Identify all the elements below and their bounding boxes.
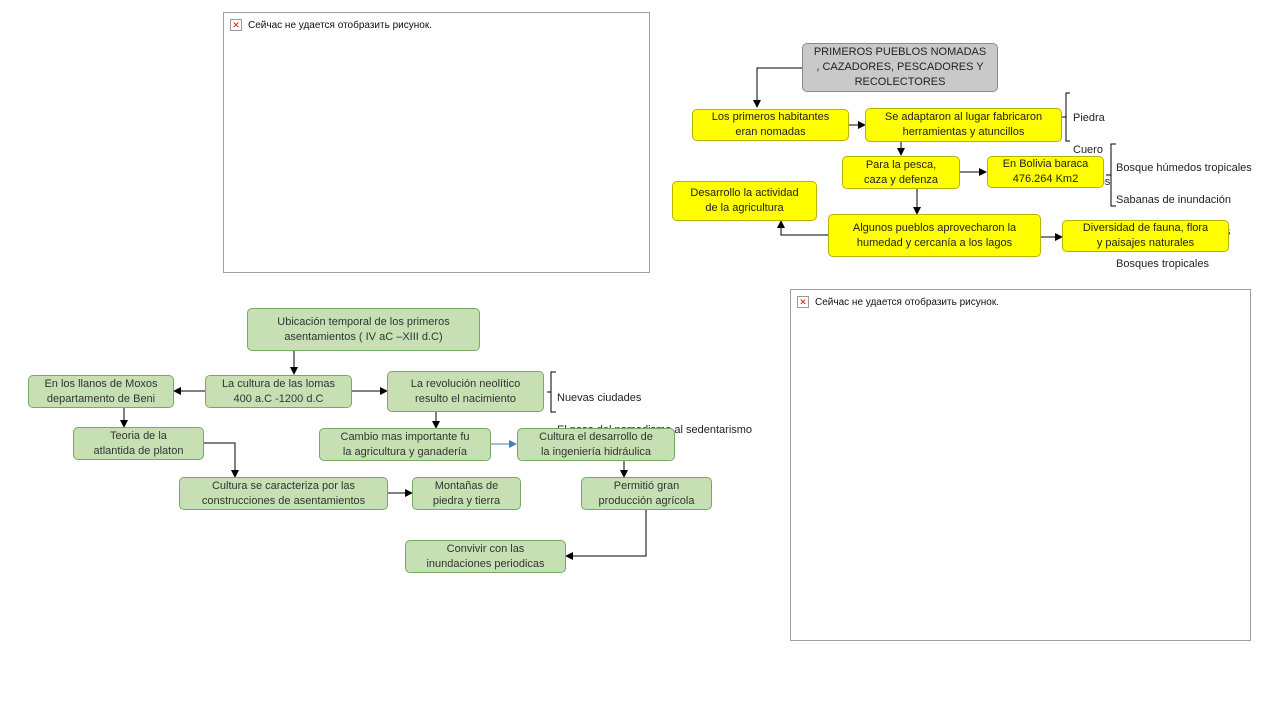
node-se-adaptaron: Se adaptaron al lugar fabricaron herrami…	[865, 108, 1062, 142]
list-item: Nuevas ciudades	[557, 392, 642, 404]
broken-image-icon: ✕	[230, 19, 242, 31]
list-materiales: Piedra Cuero Huesos	[1073, 94, 1110, 206]
node-llanos-moxos: En los llanos de Moxos departamento de B…	[28, 375, 174, 408]
node-algunos-pueblos: Algunos pueblos aprovecharon la humedad …	[828, 214, 1041, 257]
brace-nuevas	[547, 371, 556, 413]
list-item: Bosque húmedos tropicales	[1116, 162, 1252, 174]
node-teoria-atlantida: Teoria de la atlantida de platon	[73, 427, 204, 460]
list-item: Piedra	[1073, 112, 1105, 124]
connector	[203, 442, 239, 478]
node-ubicacion-temporal: Ubicación temporal de los primeros asent…	[247, 308, 480, 351]
node-montanas: Montañas de piedra y tierra	[412, 477, 521, 510]
broken-image-message: ✕ Сейчас не удается отобразить рисунок.	[797, 296, 999, 308]
connector	[777, 220, 828, 236]
image-placeholder-top: ✕ Сейчас не удается отобразить рисунок.	[223, 12, 650, 273]
node-cambio-agricultura: Cambio mas importante fu la agricultura …	[319, 428, 491, 461]
node-convivir-inundaciones: Convivir con las inundaciones periodicas	[405, 540, 566, 573]
node-produccion-agricola: Permitió gran producción agrícola	[581, 477, 712, 510]
node-construcciones: Cultura se caracteriza por las construcc…	[179, 477, 388, 510]
connector	[565, 510, 647, 560]
image-placeholder-bottom: ✕ Сейчас не удается отобразить рисунок.	[790, 289, 1251, 641]
list-item: Sabanas de inundación	[1116, 194, 1231, 206]
broken-image-text: Сейчас не удается отобразить рисунок.	[248, 19, 432, 31]
node-revolucion-neolitico: La revolución neolítico resulto el nacim…	[387, 371, 544, 412]
node-cultura-lomas: La cultura de las lomas 400 a.C -1200 d.…	[205, 375, 352, 408]
node-desarrollo-agricultura: Desarrollo la actividad de la agricultur…	[672, 181, 817, 221]
connector	[753, 67, 802, 108]
node-diversidad: Diversidad de fauna, flora y paisajes na…	[1062, 220, 1229, 252]
list-item: Bosques tropicales	[1116, 258, 1209, 270]
list-item: Cuero	[1073, 144, 1103, 156]
node-ingenieria-hidraulica: Cultura el desarrollo de la ingeniería h…	[517, 428, 675, 461]
node-en-bolivia: En Bolivia baraca 476.264 Km2	[987, 156, 1104, 188]
node-primeros-habitantes: Los primeros habitantes eran nomadas	[692, 109, 849, 141]
broken-image-icon: ✕	[797, 296, 809, 308]
node-para-la-pesca: Para la pesca, caza y defenza	[842, 156, 960, 189]
node-primeros-pueblos: PRIMEROS PUEBLOS NOMADAS , CAZADORES, PE…	[802, 43, 998, 92]
brace-bosques	[1106, 143, 1116, 207]
list-bosques: Bosque húmedos tropicales Sabanas de inu…	[1116, 144, 1252, 288]
broken-image-message: ✕ Сейчас не удается отобразить рисунок.	[230, 19, 432, 31]
brace-materiales	[1062, 92, 1070, 142]
broken-image-text: Сейчас не удается отобразить рисунок.	[815, 296, 999, 308]
